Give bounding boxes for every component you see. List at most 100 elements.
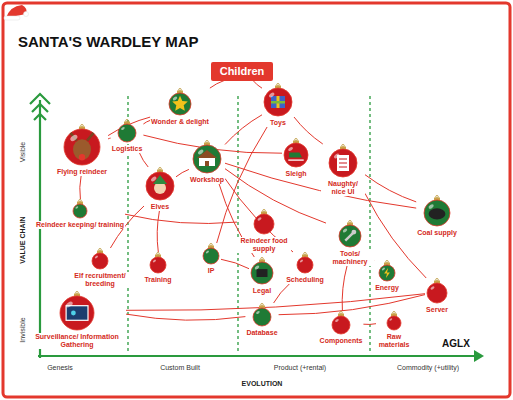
dependency-line: [274, 284, 290, 303]
ornament-node: Elves: [144, 167, 176, 211]
dependency-line: [294, 117, 323, 144]
node-label: Database: [245, 329, 278, 337]
ornament-shape: [377, 260, 397, 283]
node-label: Wonder & delight: [150, 118, 210, 126]
ornament-shape: [251, 303, 273, 328]
ornament-shape: [425, 278, 449, 305]
ornament-shape: [62, 124, 102, 167]
node-label: Surveillance/ Information Gathering: [28, 333, 126, 349]
ornament-node: Server: [425, 278, 449, 314]
ornament-node: IP: [201, 243, 221, 275]
dependency-line: [126, 314, 245, 320]
axis-label: Visible: [19, 142, 26, 163]
axis-tick-label: Genesis: [47, 364, 73, 371]
axis-tick-label: Commodity (+utility): [397, 364, 459, 371]
ornament-node: Surveillance/ Information Gathering: [28, 291, 126, 349]
node-label: Elf recruitment/ breeding: [69, 272, 131, 288]
santa-hat: [4, 5, 29, 20]
node-label: Coal supply: [416, 229, 458, 237]
ornament-node: Logistics: [111, 119, 144, 153]
ornament-node: Scheduling: [285, 252, 325, 284]
dependency-line: [143, 120, 150, 124]
ornament-node: Toys: [262, 83, 294, 127]
evolution-axis: [38, 350, 484, 362]
node-label: Sleigh: [284, 170, 307, 178]
dependency-line: [157, 211, 159, 252]
axis-label: VALUE CHAIN: [19, 216, 26, 263]
node-label: Server: [425, 306, 449, 314]
node-label: Energy: [374, 284, 400, 292]
dependency-line: [253, 81, 262, 89]
node-label: Tools/ machinery: [326, 250, 374, 266]
node-label: Toys: [269, 119, 287, 127]
axis-tick-label: Custom Built: [160, 364, 200, 371]
dependency-line: [279, 295, 425, 315]
axis-label: Invisible: [19, 317, 26, 342]
axis-tick-label: Product (+rental): [274, 364, 326, 371]
dependency-line: [176, 169, 189, 176]
root-box: Children: [211, 62, 274, 81]
dependency-line: [363, 323, 376, 325]
ornament-shape: [148, 252, 168, 275]
node-label: Raw materials: [376, 333, 412, 349]
ornament-node: Legal: [249, 257, 275, 295]
dependency-line: [225, 179, 293, 253]
ornament-node: Reindeer food supply: [237, 209, 291, 253]
ornament-shape: [330, 311, 352, 336]
dependency-line: [365, 175, 416, 202]
dependency-line: [108, 138, 111, 140]
ornament-node: Raw materials: [376, 311, 412, 349]
ornament-shape: [71, 199, 89, 220]
node-label: Training: [143, 276, 172, 284]
map-title: SANTA'S WARDLEY MAP: [18, 33, 199, 50]
dependency-line: [80, 176, 81, 199]
ornament-shape: [337, 220, 363, 249]
ornament-node: Tools/ machinery: [326, 220, 374, 266]
ornament-node: Flying reindeer: [56, 124, 108, 176]
frame-border: [3, 3, 510, 397]
axis-tick-label: EVOLUTION: [242, 380, 283, 387]
ornament-shape: [249, 257, 275, 286]
ornament-node: Coal supply: [416, 195, 458, 237]
ornament-node: Training: [143, 252, 172, 284]
dependency-line: [225, 115, 262, 145]
ornament-node: Components: [319, 311, 364, 345]
dependency-line: [221, 259, 249, 268]
ornament-shape: [191, 140, 223, 175]
node-label: Flying reindeer: [56, 168, 108, 176]
ornament-shape: [282, 138, 310, 169]
ornament-shape: [90, 248, 110, 271]
evolution-dividers: [128, 96, 370, 354]
ornament-shape: [167, 88, 193, 117]
ornament-shape: [262, 83, 294, 118]
ornament-shape: [58, 291, 96, 332]
node-label: Components: [319, 337, 364, 345]
ornament-node: Elf recruitment/ breeding: [69, 248, 131, 288]
node-label: Legal: [252, 287, 272, 295]
ornament-shape: [385, 311, 403, 332]
ornament-shape: [116, 119, 138, 144]
node-label: Reindeer food supply: [237, 237, 291, 253]
ornament-node: Naughty/ nice UI: [321, 144, 365, 196]
node-label: Children: [220, 65, 265, 78]
node-label: Scheduling: [285, 276, 325, 284]
dependency-line: [225, 169, 326, 223]
ornament-node: Workshop: [189, 140, 225, 184]
dependency-line: [140, 153, 149, 167]
ornament-shape: [295, 252, 315, 275]
node-label: Naughty/ nice UI: [321, 180, 365, 196]
dependency-line: [342, 266, 347, 311]
node-label: Reindeer keeping/ training: [35, 221, 125, 229]
node-label: Logistics: [111, 145, 144, 153]
ornament-shape: [252, 209, 276, 236]
axis-tick-label: AGLX: [442, 338, 470, 349]
dependency-line: [210, 81, 224, 89]
ornament-node: Database: [245, 303, 278, 337]
dependency-line: [225, 163, 416, 208]
node-label: IP: [207, 267, 216, 275]
dependency-line: [126, 294, 425, 311]
ornament-node: Wonder & delight: [150, 88, 210, 126]
dependency-line: [125, 214, 237, 223]
ornament-node: Sleigh: [282, 138, 310, 178]
